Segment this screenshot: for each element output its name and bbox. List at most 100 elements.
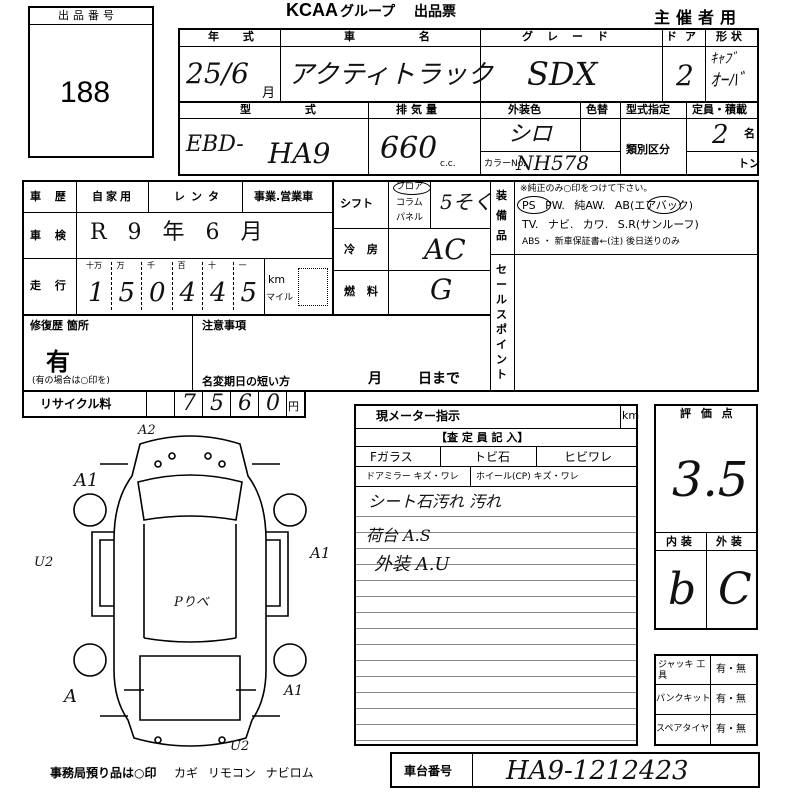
lot-number-value: 188 [60, 76, 111, 109]
exterior-value: シロ [508, 122, 553, 147]
repair-note: (有の場合は○印を) [32, 376, 110, 386]
inspection-label: 車 検 [30, 229, 66, 242]
diagram-mark-a1-right-rear: A1 [284, 683, 304, 699]
history-rental: レンタ [174, 190, 225, 203]
shape-value-1: ｷｬﾌﾞ [710, 51, 738, 67]
door-mirror-label: ドアミラー キズ・ワレ [366, 472, 459, 482]
recycle-digit: 0 [266, 391, 280, 416]
inspector-note-3: 外装 A.U [374, 554, 450, 575]
inspection-value: R 9 年 6 月 [90, 220, 263, 245]
mileage-digit: 4 [210, 278, 227, 308]
capacity-value: 2 [712, 120, 729, 150]
diagram-mark-u2-left: U2 [34, 555, 54, 570]
crack-label: ヒビワレ [564, 450, 613, 464]
exterior-score-label: 外 装 [716, 535, 742, 548]
equipment-note: ※純正のみ○印をつけて下さい。 [520, 184, 653, 194]
mileage-digit: 4 [179, 278, 197, 308]
office-items: カギ リモコン ナビロム [174, 766, 314, 780]
puncture-kit-label: パンクキット [656, 694, 711, 704]
inspector-title: 【査 定 員 記 入】 [436, 431, 529, 444]
mileage-label: 走 行 [30, 279, 66, 292]
displacement-unit: c.c. [440, 159, 456, 169]
mileage-mile-unit: マイル [266, 293, 294, 303]
diagram-mark-bed: Pりべ [174, 595, 209, 610]
capacity-unit: 名 [744, 127, 755, 140]
group-title: グループ 出品票 [340, 4, 457, 20]
aircon-value: AC [424, 233, 466, 266]
mileage-digit: 5 [118, 278, 136, 308]
color-no-label: カラーNo. [484, 159, 526, 169]
aircon-label: 冷 房 [344, 243, 378, 256]
mile-checkbox [298, 268, 328, 306]
equipment-line-3: ABS ・ 新車保証書←(注) 後日送りのみ [522, 237, 681, 247]
displacement-value: 660 [380, 131, 438, 166]
type-designation-label: 型式指定 [626, 103, 670, 116]
recycle-box [22, 392, 306, 418]
puncture-kit-value: 有・無 [716, 694, 746, 705]
wheel-label: ホイール(CP) キズ・ワレ [476, 472, 579, 482]
mileage-digit-label: 一 [238, 261, 247, 270]
repair-label: 修復歴 箇所 [30, 319, 89, 332]
tools-box [654, 654, 758, 746]
recycle-digit: 5 [210, 391, 224, 416]
shift-label: シフト [340, 197, 373, 210]
mileage-digit-label: 十万 [86, 261, 102, 270]
grade-value: SDX [527, 55, 598, 93]
diagram-mark-a1-right: A1 [310, 544, 331, 562]
sales-point-label: セールスポイント [496, 263, 507, 381]
shape-value-2: ｵｰﾊﾞ [710, 70, 746, 91]
equipment-label: 装備品 [496, 189, 507, 242]
details-grid [22, 180, 759, 392]
year-unit: 月 [262, 86, 276, 101]
exterior-label: 外装色 [508, 103, 541, 116]
chassis-value: HA9-1212423 [506, 756, 689, 786]
repair-value: 有 [46, 348, 70, 376]
logo: KCAA [286, 0, 338, 20]
lot-number-label: 出品番号 [58, 9, 118, 22]
mileage-digit: 1 [88, 278, 105, 308]
notes-label: 注意事項 [202, 319, 246, 332]
color-code-label: 色替 [586, 103, 608, 116]
score-label: 評 価 点 [680, 407, 736, 420]
year-value: 25/6 [186, 57, 249, 90]
chassis-box [390, 752, 760, 788]
mileage-digit-label: 千 [147, 261, 155, 270]
car-damage-diagram [73, 435, 307, 747]
category-label: 類別区分 [626, 143, 670, 156]
recycle-digit: 7 [182, 391, 196, 416]
chassis-label: 車台番号 [404, 764, 453, 778]
inspector-note-1: シート石汚れ 汚れ [368, 492, 502, 511]
doors-value: 2 [676, 59, 694, 92]
recycle-label: リサイクル料 [40, 397, 112, 411]
jack-value: 有・無 [716, 664, 746, 675]
exterior-value: C [718, 564, 752, 615]
inspector-note-2: 荷台 A.S [366, 526, 431, 545]
jack-label: ジャッキ 工 具 [658, 660, 706, 681]
diagram-mark-u2-bottom: U2 [230, 739, 250, 754]
name-value: アクティトラック [288, 60, 494, 90]
capacity-label: 定員・積載 [692, 103, 747, 116]
mileage-digit-label: 百 [177, 261, 186, 270]
inspector-box [354, 404, 638, 746]
diagram-mark-a1-left: A1 [74, 470, 99, 491]
diagram-mark-a2-top: A2 [138, 423, 156, 438]
fuel-value: G [430, 273, 453, 306]
interior-value: b [668, 564, 697, 615]
color-no-value: NH578 [516, 151, 590, 175]
grade-label: グレード [522, 30, 622, 43]
deadline-label: 名変期日の短い方 [202, 375, 290, 388]
lot-number-box [28, 6, 154, 158]
name-label: 車 名 [344, 30, 430, 43]
fuel-label: 燃 料 [344, 285, 378, 298]
spare-tire-value: 有・無 [716, 724, 746, 735]
shape-label: 形 状 [716, 30, 742, 43]
shift-panel: パネル [396, 213, 424, 223]
mileage-digit: 0 [149, 278, 166, 308]
equipment-line-1: PS PW. 純AW. AB(エアバック) [522, 199, 694, 212]
chip-label: トビ石 [474, 450, 511, 464]
spare-tire-label: スペアタイヤ [656, 724, 710, 734]
mileage-km-unit: km [268, 273, 286, 286]
mileage-digit: 5 [240, 278, 258, 308]
copy-label: 主催者用 [654, 8, 743, 27]
mileage-digit-label: 十 [208, 261, 216, 270]
